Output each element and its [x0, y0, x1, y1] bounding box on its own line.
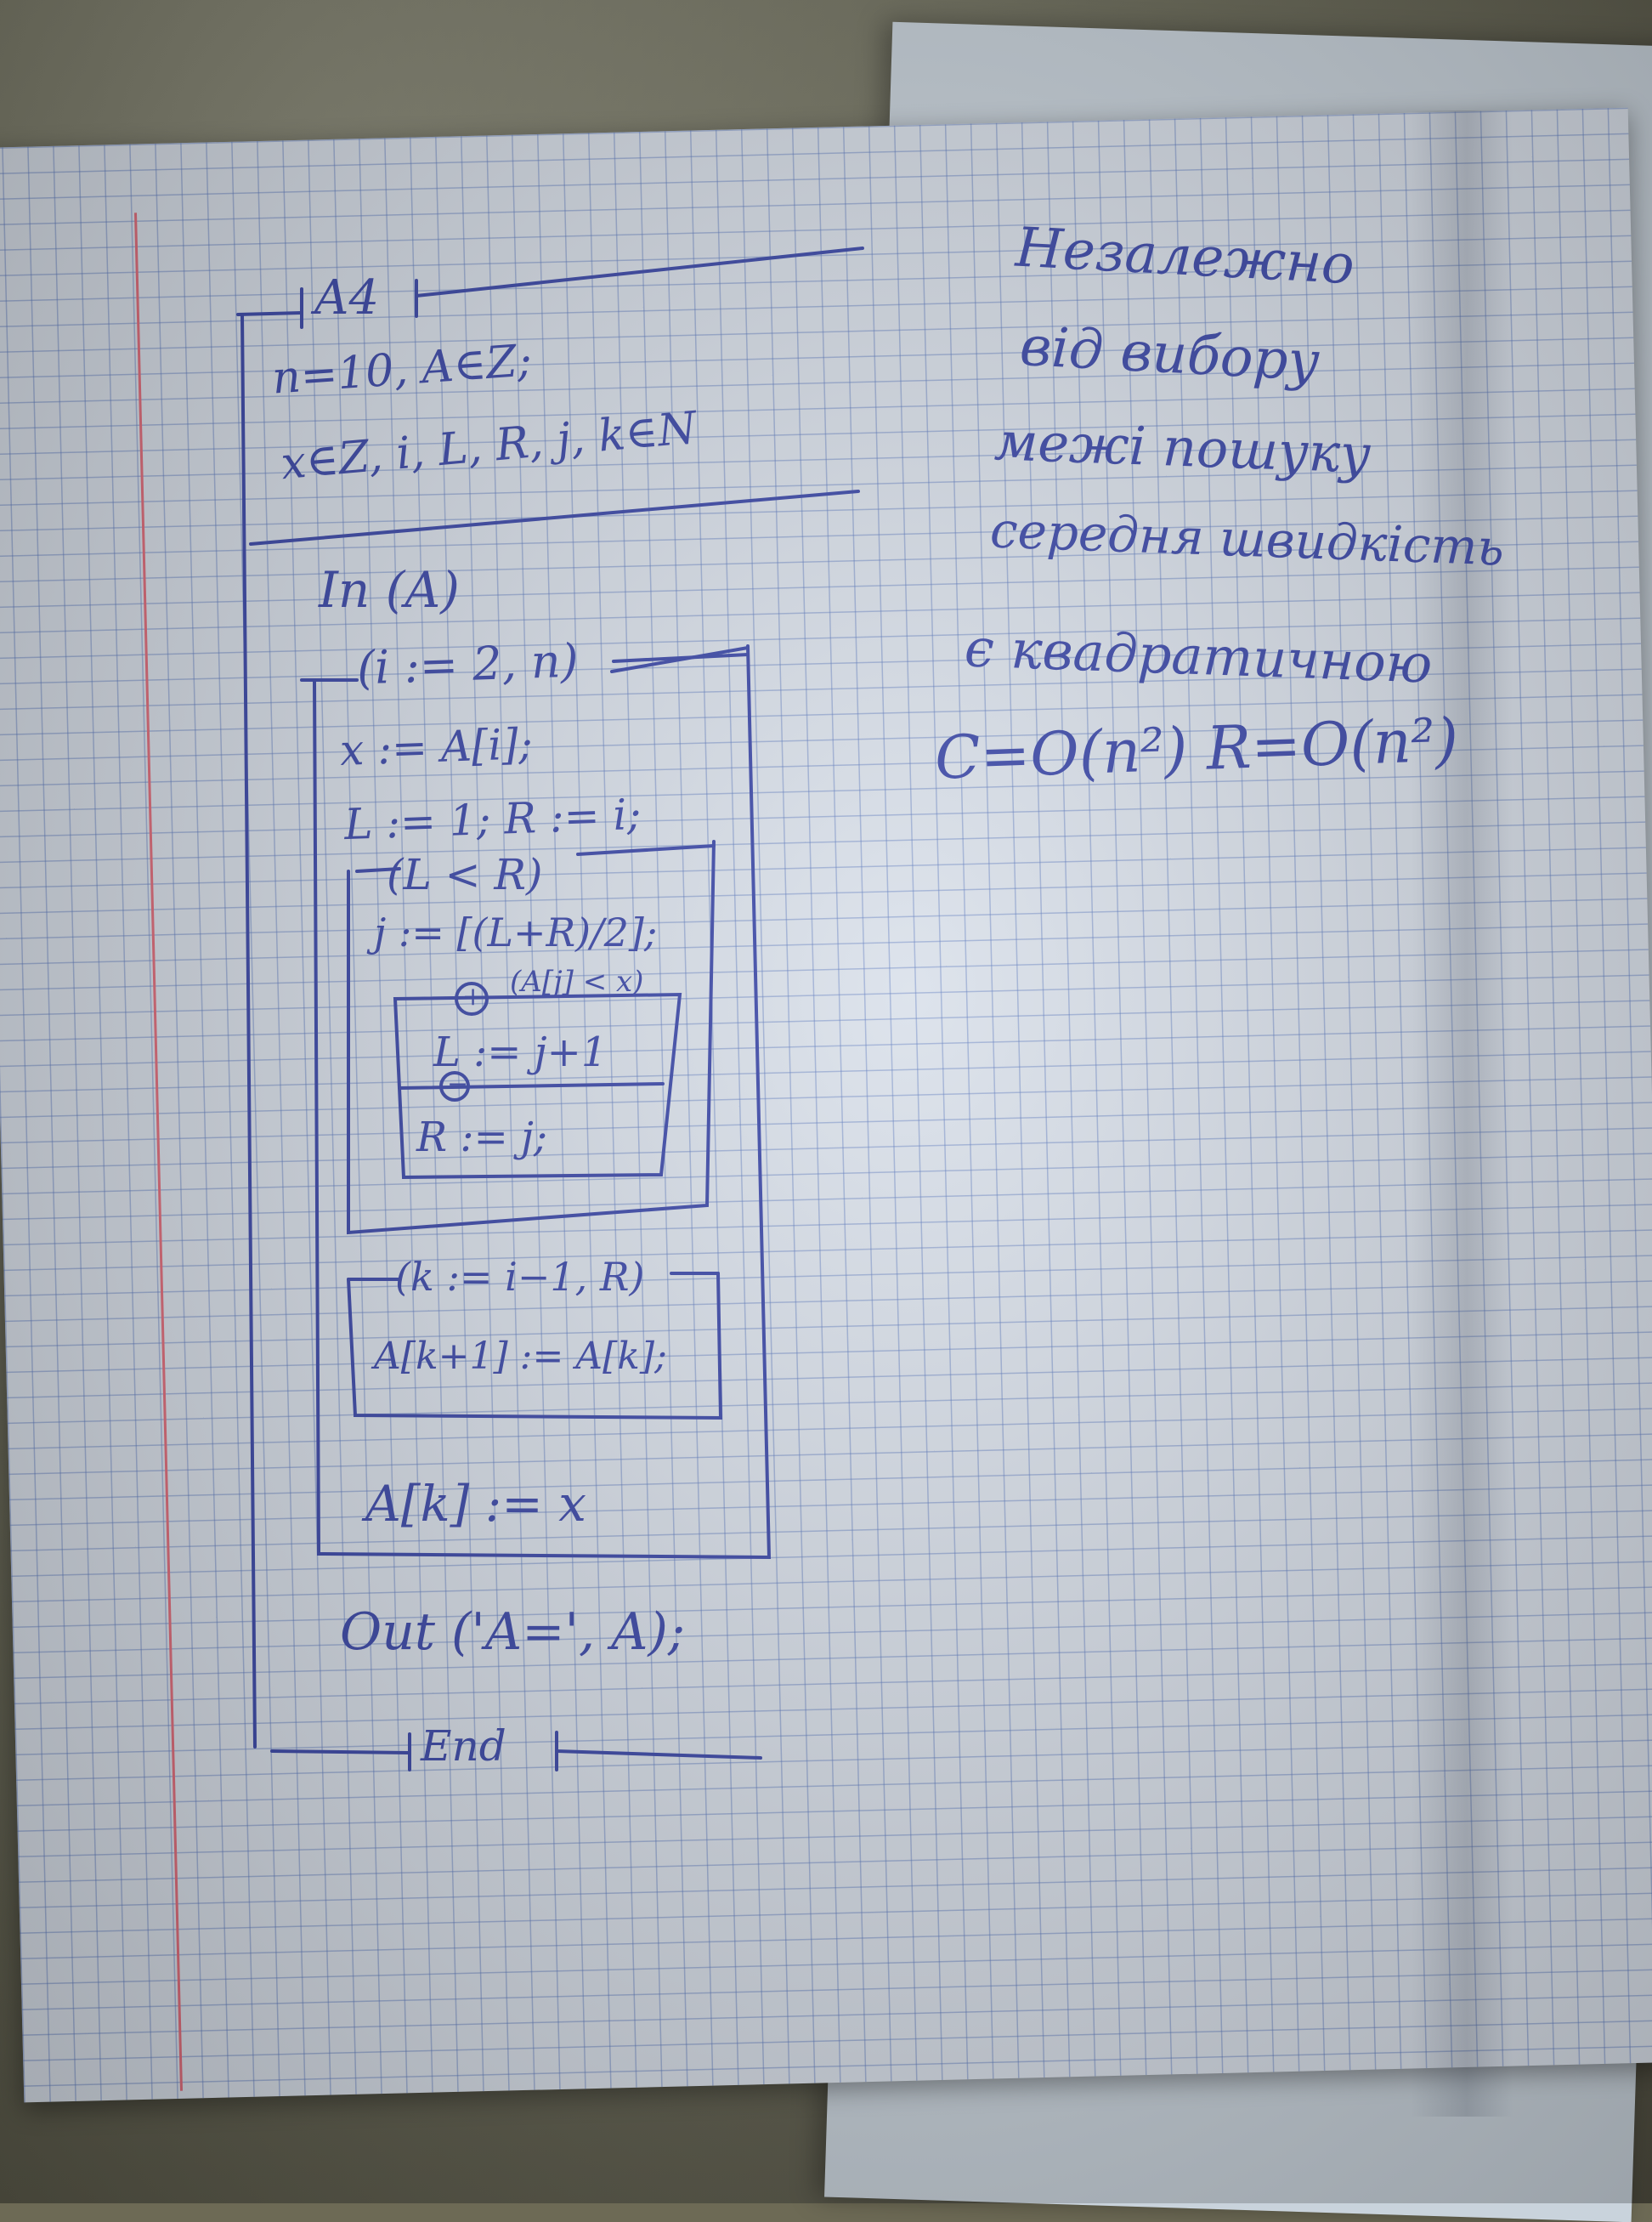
footer-bracket — [408, 1731, 558, 1771]
condition-divider — [398, 1082, 665, 1090]
declaration-divider — [249, 490, 860, 546]
diagram-footer: End — [421, 1721, 506, 1771]
x-assignment: x := A[i]; — [339, 719, 534, 775]
page-fold-shadow — [1411, 111, 1513, 2117]
minus-sign: − — [447, 1069, 469, 1099]
condition-text: (A[j] < x) — [510, 965, 644, 999]
condition-box — [393, 992, 682, 1180]
diagram-header: A4 — [314, 270, 380, 326]
plus-circle — [455, 982, 489, 1016]
shift-loop-box — [347, 1272, 723, 1420]
j-assignment: j := [(L+R)/2]; — [374, 910, 658, 955]
shift-body: A[k+1] := A[k]; — [374, 1335, 667, 1378]
outer-loop-box — [313, 644, 772, 1560]
false-branch: R := j; — [416, 1114, 548, 1161]
header-bracket — [300, 279, 418, 329]
final-assignment: A[k] := x — [365, 1475, 587, 1533]
plus-sign: + — [462, 982, 484, 1012]
header-bar-line — [236, 247, 864, 316]
output-statement: Out ('A=', A); — [340, 1602, 686, 1662]
while-loop-top — [355, 844, 716, 873]
outer-loop-header: (i := 2, n) — [355, 633, 580, 695]
while-loop-header: (L < R) — [387, 850, 543, 899]
true-branch: L := j+1 — [433, 1029, 608, 1076]
shift-loop-top — [347, 1272, 720, 1281]
lr-assignment: L := 1; R := i; — [343, 789, 642, 850]
input-statement: In (A) — [319, 561, 460, 619]
note-line-3: межі пошуку — [993, 410, 1372, 485]
footer-bar-line — [270, 1749, 762, 1760]
minus-circle — [439, 1071, 470, 1102]
while-loop-box — [347, 840, 716, 1235]
outer-box-left — [240, 313, 257, 1749]
shift-loop-header: (k := i−1, R) — [395, 1254, 645, 1300]
